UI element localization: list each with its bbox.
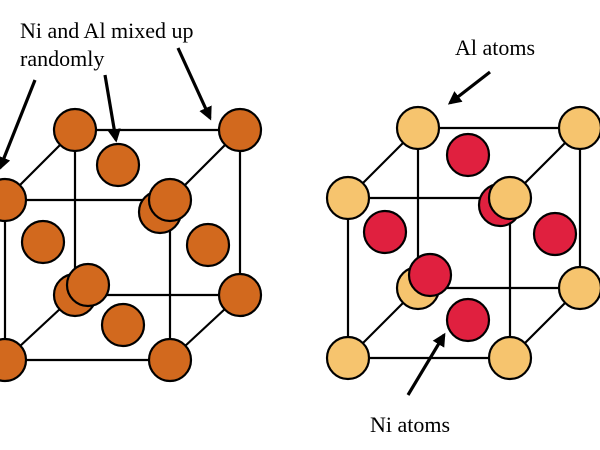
al-atom (557, 265, 600, 311)
label-mixed-line2: randomly (20, 46, 104, 71)
arrow-to-ni-atom (406, 332, 446, 396)
mixed-atom (52, 107, 98, 153)
ni-atom (362, 209, 408, 255)
disordered-cube (0, 107, 263, 383)
al-atom (487, 175, 533, 221)
ordered-atoms (325, 105, 600, 381)
ni-atom (445, 132, 491, 178)
al-atom (325, 335, 371, 381)
mixed-atom (147, 177, 193, 223)
arrow-to-mixed-atom (103, 74, 121, 143)
arrow-to-left-edge-atom (0, 79, 37, 171)
mixed-atom (0, 177, 28, 223)
mixed-atom (217, 272, 263, 318)
mixed-atom (147, 337, 193, 383)
label-ni-atoms: Ni atoms (370, 412, 450, 437)
arrow-to-al-atom (447, 70, 491, 105)
disordered-atoms (0, 107, 263, 383)
mixed-atom (65, 262, 111, 308)
ni-atom (407, 252, 453, 298)
mixed-atom (185, 222, 231, 268)
mixed-atom (20, 219, 66, 265)
mixed-atom (217, 107, 263, 153)
al-atom (487, 335, 533, 381)
mixed-atom (0, 337, 28, 383)
ordered-cube (325, 105, 600, 381)
al-atom (395, 105, 441, 151)
al-atom (557, 105, 600, 151)
label-al-atoms: Al atoms (455, 35, 535, 60)
mixed-atom (100, 302, 146, 348)
ni-atom (532, 211, 578, 257)
ni-atom (445, 297, 491, 343)
mixed-atom (95, 142, 141, 188)
al-atom (325, 175, 371, 221)
label-mixed-line1: Ni and Al mixed up (20, 18, 194, 43)
arrow-to-corner-atom (176, 47, 212, 121)
